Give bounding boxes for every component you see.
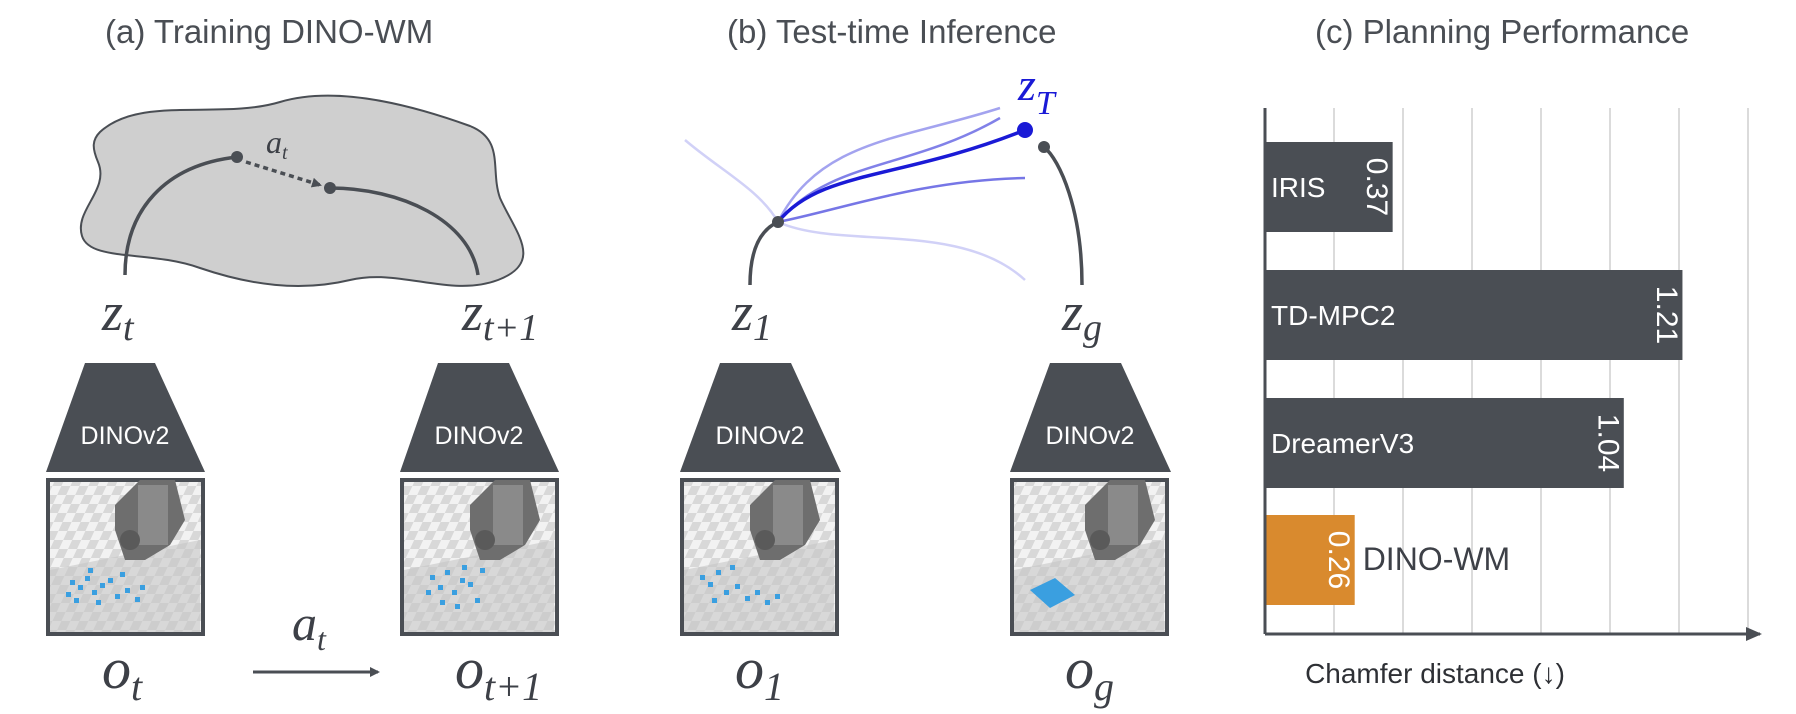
obs-label-o1: o1 <box>735 636 784 709</box>
latent-label-zT: zT <box>1017 59 1057 122</box>
latent-label-zt: zt <box>101 282 135 349</box>
panel-c: (c) Planning Performance IRIS 0.37TD-MPC2… <box>1263 13 1762 689</box>
action-label-latent: at <box>266 124 288 164</box>
latent-space-blob <box>79 94 525 287</box>
panel-a: (a) Training DINO-WM at zt zt+1 DINOv2 D… <box>46 13 559 709</box>
chart-grid <box>1333 108 1749 634</box>
action-label-bottom: at <box>292 595 327 657</box>
bar-category-label: TD-MPC2 <box>1271 300 1395 331</box>
latent-curve-right <box>329 186 480 276</box>
obs-label-ot: ot <box>102 636 143 709</box>
obs-label-ot1: ot+1 <box>455 636 542 709</box>
goal-latent-point <box>1038 141 1050 153</box>
bar-td-mpc2 <box>1265 270 1683 360</box>
bar-dino-wm <box>1265 515 1355 605</box>
observation-image-goal <box>1010 478 1169 636</box>
latent-curve-start <box>748 220 779 286</box>
panel-b: (b) Test-time Inference zT z1 zg DINOv2 … <box>680 13 1171 709</box>
encoder-right-label: DINOv2 <box>435 422 524 450</box>
action-arrow-latent <box>245 160 322 188</box>
observation-image-start <box>680 478 839 636</box>
bar-value-label: 0.26 <box>1322 531 1355 589</box>
encoder-start: DINOv2 <box>680 363 841 472</box>
bar-category-label: DreamerV3 <box>1271 428 1414 459</box>
latent-curve-left <box>123 155 238 276</box>
latent-point-t <box>231 151 243 163</box>
bar-value-label: 1.04 <box>1591 414 1624 472</box>
x-axis-label: Chamfer distance (↓) <box>1305 658 1565 689</box>
encoder-goal: DINOv2 <box>1010 363 1171 472</box>
encoder-goal-label: DINOv2 <box>1046 422 1135 450</box>
bar-value-label: 1.21 <box>1650 286 1683 344</box>
observation-image-t1 <box>400 478 559 636</box>
bar-category-label: IRIS <box>1271 172 1325 203</box>
bar-value-label: 0.37 <box>1360 158 1393 216</box>
panel-c-title: (c) Planning Performance <box>1315 13 1689 50</box>
final-latent-point <box>1017 122 1033 138</box>
bar-iris <box>1265 142 1393 232</box>
obs-label-og: og <box>1065 636 1114 709</box>
encoder-left: DINOv2 <box>46 363 205 472</box>
bar-dreamerv3 <box>1265 398 1624 488</box>
latent-label-z1: z1 <box>731 282 772 349</box>
latent-label-zg: zg <box>1061 282 1102 349</box>
start-latent-point <box>772 216 784 228</box>
panel-b-title: (b) Test-time Inference <box>727 13 1057 50</box>
latent-label-zt1: zt+1 <box>461 282 538 349</box>
encoder-start-label: DINOv2 <box>716 422 805 450</box>
panel-a-title: (a) Training DINO-WM <box>105 13 433 50</box>
encoder-left-label: DINOv2 <box>81 422 170 450</box>
observation-image-t <box>46 478 205 636</box>
bar-category-label: DINO-WM <box>1363 541 1511 577</box>
planning-trajectories <box>684 106 1026 281</box>
encoder-right: DINOv2 <box>400 363 559 472</box>
latent-curve-goal <box>1042 145 1084 286</box>
